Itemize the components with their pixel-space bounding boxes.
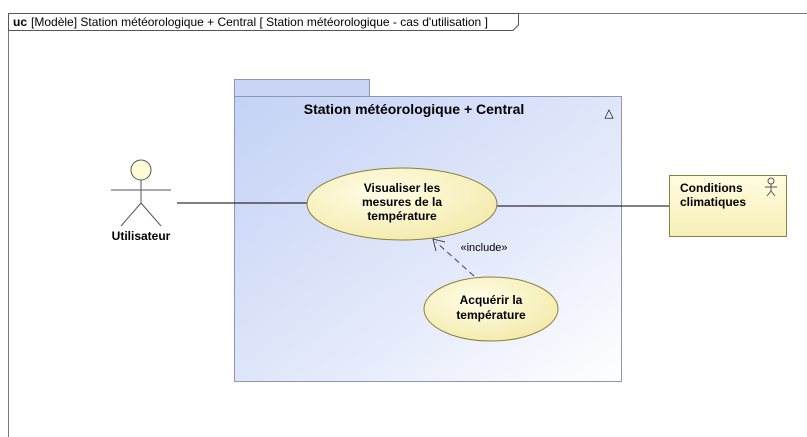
use-case-acquire-line1: Acquérir la [460, 293, 523, 307]
frame-heading-tab [8, 13, 519, 31]
use-case-visualize-shape [306, 167, 498, 241]
package-tab [234, 79, 370, 97]
use-case-acquire[interactable]: Acquérir la température [423, 276, 559, 342]
use-case-visualize-line2: mesures de la [362, 195, 442, 209]
frame-title: [Modèle] Station météorologique + Centra… [31, 15, 488, 29]
use-case-visualize[interactable]: Visualiser les mesures de la température [306, 167, 498, 241]
use-case-visualize-line3: température [367, 209, 437, 223]
actor-climate-name-line2: climatiques [680, 195, 746, 209]
actor-user-name: Utilisateur [112, 229, 171, 243]
include-dependency: «include» [432, 238, 508, 277]
use-case-visualize-line1: Visualiser les [364, 181, 441, 195]
include-arrowhead [432, 238, 446, 252]
actor-stereotype-icon [765, 177, 777, 197]
actor-climate[interactable]: Conditions climatiques [669, 175, 787, 237]
package-collapse-icon[interactable]: △ [604, 106, 614, 120]
use-case-acquire-shape [423, 276, 559, 342]
include-line [435, 241, 475, 277]
include-label: «include» [460, 242, 507, 254]
use-case-acquire-line2: température [456, 308, 526, 322]
actor-user[interactable]: Utilisateur [111, 159, 171, 243]
package-name: Station météorologique + Central [304, 101, 525, 117]
package-station[interactable]: Station météorologique + Central △ [234, 79, 622, 382]
actor-climate-box [669, 175, 787, 237]
actor-climate-name-line1: Conditions [680, 181, 743, 195]
stick-figure-icon [111, 159, 171, 227]
frame-kind: uc [13, 15, 27, 29]
frame-heading: uc [Modèle] Station météorologique + Cent… [13, 15, 488, 29]
